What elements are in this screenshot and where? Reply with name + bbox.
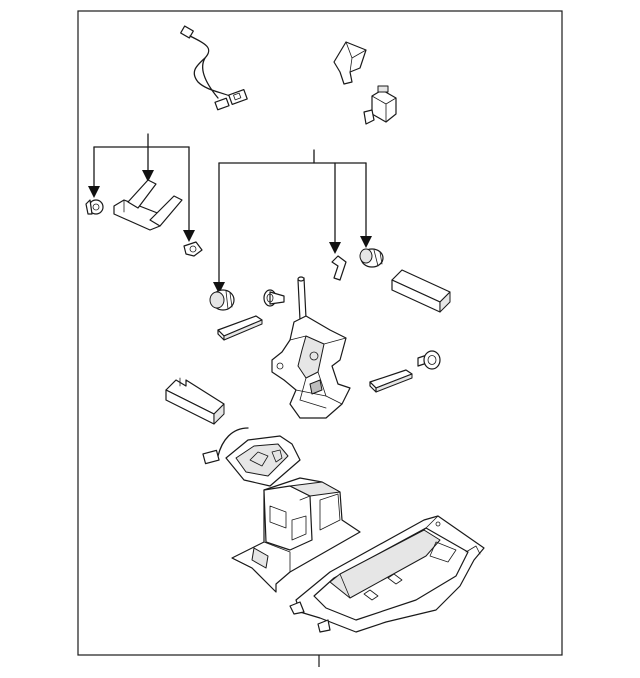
switch — [363, 85, 397, 125]
console-trim-plate — [289, 515, 485, 633]
diagram-frame — [77, 10, 563, 656]
insulator-pad — [369, 369, 413, 393]
bushing — [359, 248, 384, 268]
spacer — [391, 269, 451, 313]
bolt — [417, 350, 441, 370]
bracket — [333, 41, 367, 85]
retainer-bar — [113, 179, 183, 231]
insulator-pad — [217, 315, 263, 341]
grommet — [183, 241, 203, 257]
wire-harness — [180, 25, 248, 111]
callout-center — [213, 149, 372, 294]
clip — [331, 255, 347, 281]
bushing — [209, 289, 235, 311]
bolt — [263, 289, 285, 307]
callout-left — [88, 133, 195, 242]
indicator-plate — [202, 427, 301, 487]
shift-lever — [271, 276, 351, 419]
insulator-pad — [165, 377, 225, 425]
clip — [85, 199, 104, 215]
shifter-base — [231, 477, 361, 593]
